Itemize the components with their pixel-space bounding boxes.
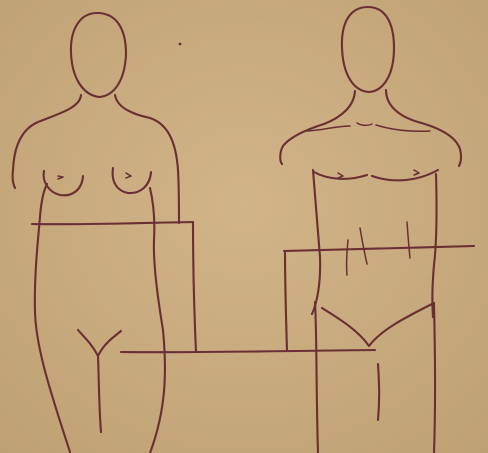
male-right-leg bbox=[434, 304, 435, 453]
male-inner-leg bbox=[378, 364, 379, 420]
paper-mark bbox=[179, 43, 182, 46]
